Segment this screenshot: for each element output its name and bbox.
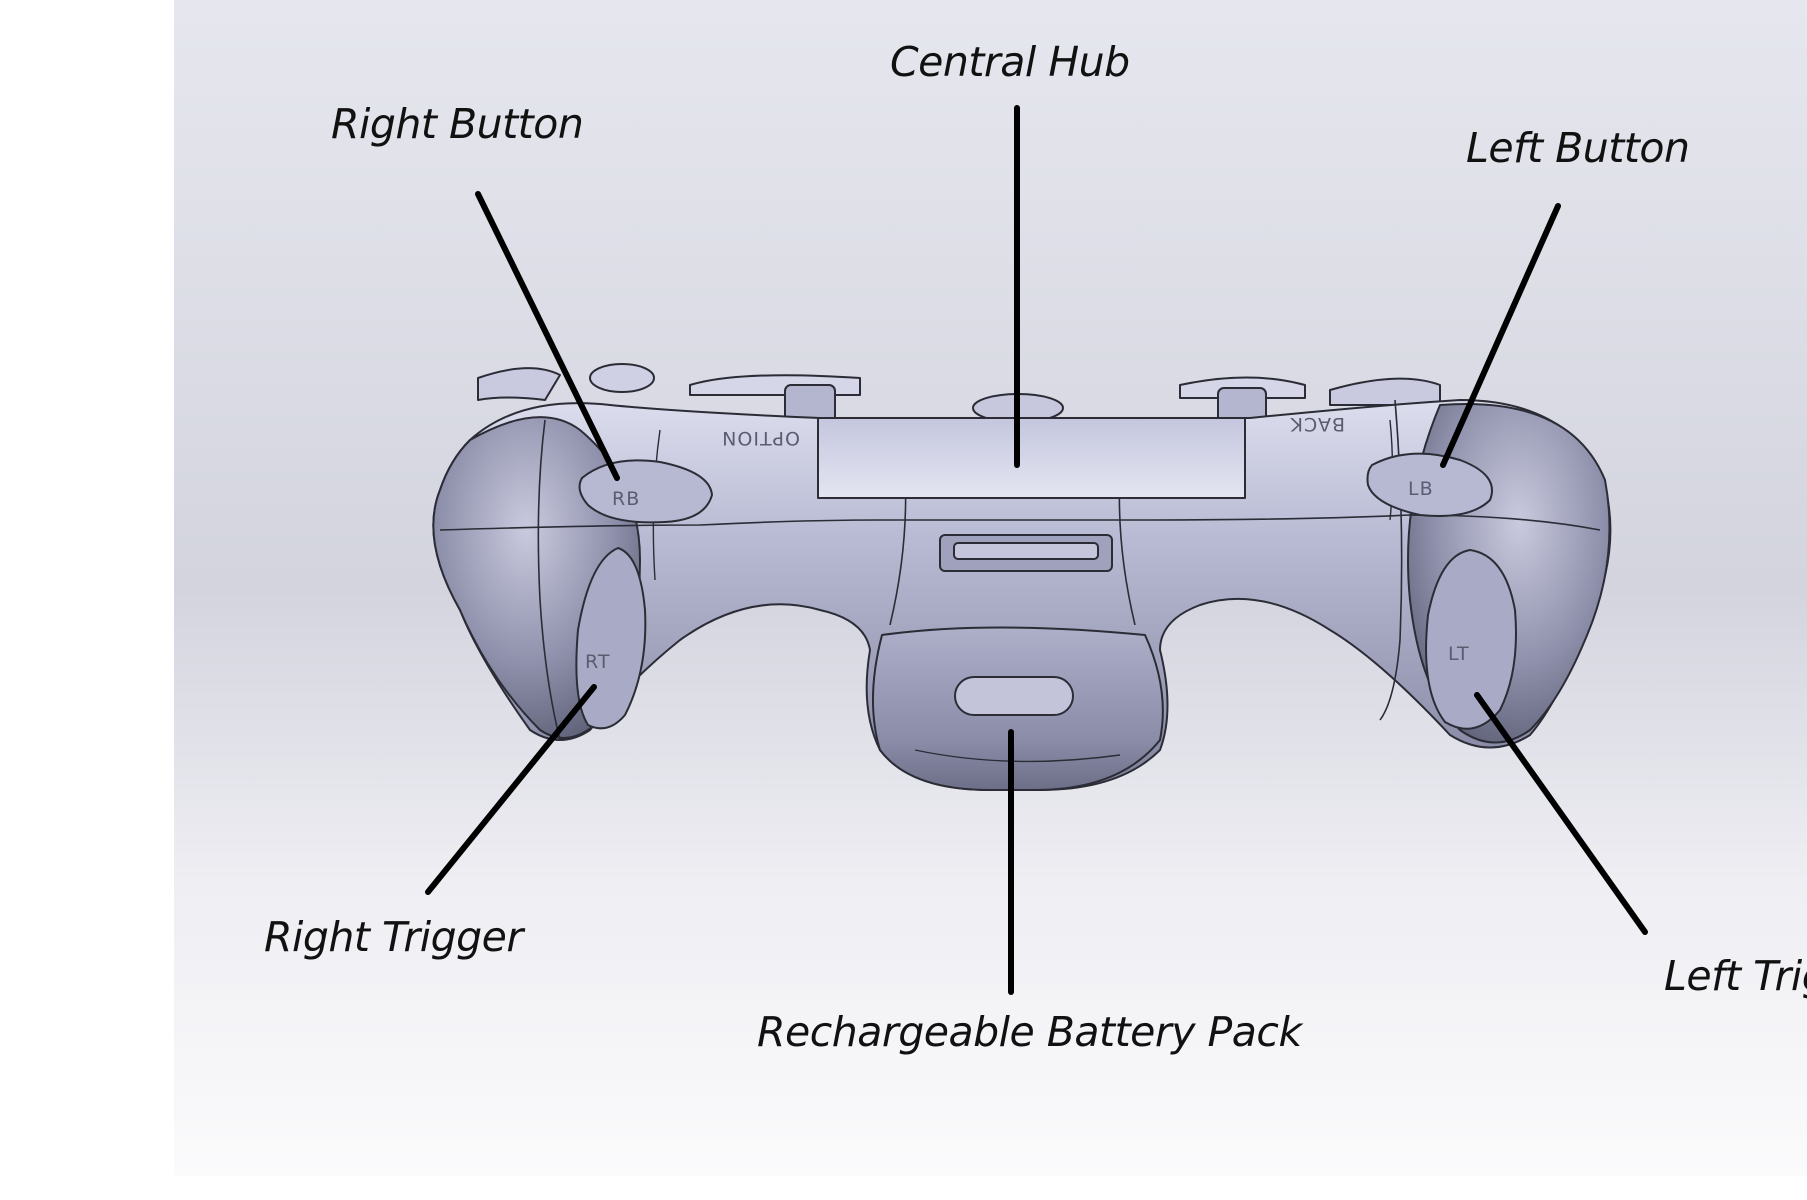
back-mark: BACK <box>1290 413 1345 435</box>
vent-slot-inner <box>953 542 1099 560</box>
label-left-trigger: Left Trigger <box>1664 952 1807 1000</box>
controller-body <box>432 363 1612 791</box>
right-stick-cap <box>589 363 655 393</box>
right-grip-seam <box>537 419 561 741</box>
label-right-trigger: Right Trigger <box>264 913 523 961</box>
label-central-hub: Central Hub <box>890 38 1130 86</box>
leader-right-trigger <box>425 684 597 895</box>
controller-shell <box>432 399 1612 791</box>
leader-left-trigger <box>1474 692 1648 935</box>
leader-left-button <box>1440 203 1561 468</box>
central-hub-panel <box>817 417 1246 499</box>
option-mark: OPTION <box>721 427 800 449</box>
rt-mark: RT <box>585 651 610 673</box>
label-left-button: Left Button <box>1466 124 1690 172</box>
left-bumper-top <box>1329 377 1441 406</box>
lt-trigger <box>1425 549 1517 730</box>
leader-lines <box>425 105 1648 995</box>
right-bumper-top <box>477 367 561 401</box>
rt-trigger <box>575 547 647 730</box>
battery-release-latch <box>954 676 1074 716</box>
shell-seam-horizontal <box>439 514 1601 531</box>
label-right-button: Right Button <box>331 100 584 148</box>
label-battery-pack: Rechargeable Battery Pack <box>757 1008 1302 1056</box>
lb-button <box>1366 452 1493 517</box>
rb-mark: RB <box>612 488 640 510</box>
lt-mark: LT <box>1448 643 1470 665</box>
lb-mark: LB <box>1408 478 1434 500</box>
leader-right-button <box>475 191 620 481</box>
